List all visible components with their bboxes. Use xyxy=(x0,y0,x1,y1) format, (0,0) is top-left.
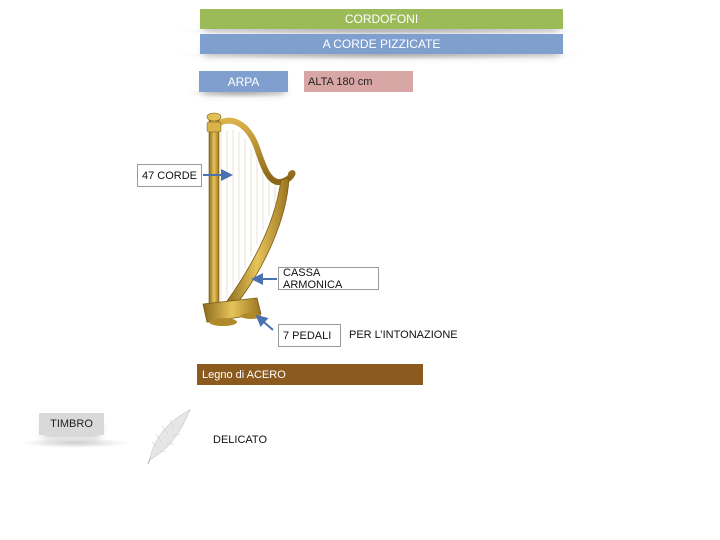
subcategory-title: A CORDE PIZZICATE xyxy=(322,37,441,51)
arrow-pedals xyxy=(255,314,274,331)
subcategory-banner: A CORDE PIZZICATE xyxy=(200,34,563,54)
soundbox-label: CASSA ARMONICA xyxy=(283,266,343,291)
strings-label-box: 47 CORDE xyxy=(137,164,202,187)
strings-label: 47 CORDE xyxy=(142,169,198,182)
instrument-name-badge: ARPA xyxy=(199,71,288,92)
instrument-name: ARPA xyxy=(227,74,260,89)
feather-icon xyxy=(147,409,191,465)
material-bar: Legno di ACERO xyxy=(197,364,423,385)
annotation-arrows xyxy=(203,169,277,331)
height-badge: ALTA 180 cm xyxy=(304,71,413,92)
category-title: CORDOFONI xyxy=(344,12,419,26)
timbre-value: DELICATO xyxy=(213,434,267,446)
timbre-label: TIMBRO xyxy=(50,418,93,430)
soundbox-label-box: CASSA ARMONICA xyxy=(278,266,379,291)
pedals-note: PER L’INTONAZIONE xyxy=(349,329,458,341)
pedals-label-box: 7 PEDALI xyxy=(278,324,341,347)
harp-image xyxy=(202,112,296,326)
timbre-badge: TIMBRO xyxy=(39,413,104,435)
material-label: Legno di ACERO xyxy=(202,368,286,381)
height-label: ALTA 180 cm xyxy=(308,75,373,88)
category-banner: CORDOFONI xyxy=(200,9,563,29)
pedals-label: 7 PEDALI xyxy=(283,329,332,342)
